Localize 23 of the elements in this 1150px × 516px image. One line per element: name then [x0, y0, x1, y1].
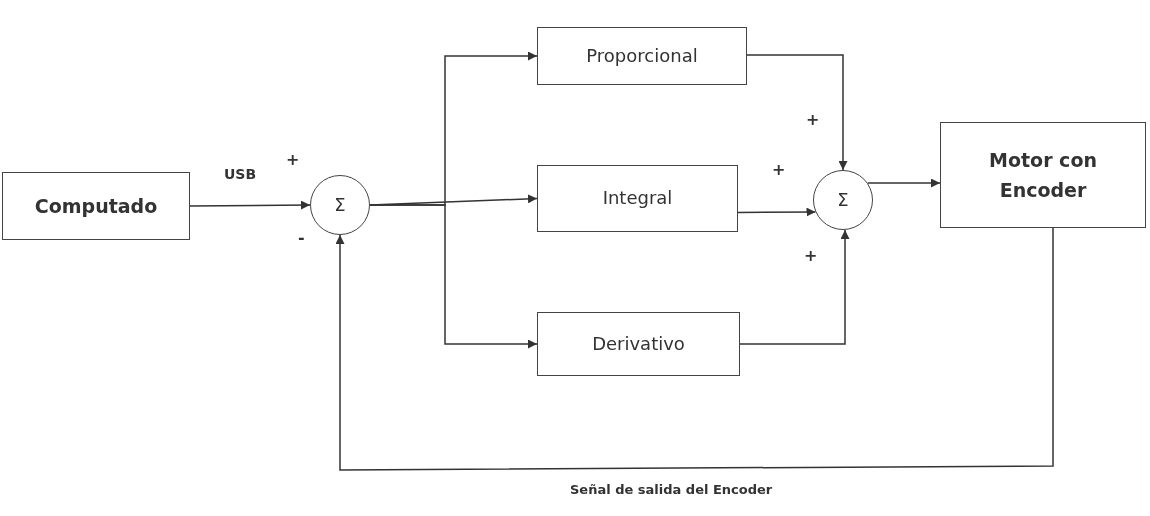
block-label: Proporcional [586, 43, 698, 68]
sigma-symbol: Σ [837, 187, 849, 212]
arrow [746, 54, 848, 171]
block [2, 172, 190, 240]
sigma-symbol: Σ [334, 192, 346, 217]
block [537, 165, 738, 232]
arrow [189, 200, 311, 210]
arrow [739, 229, 850, 345]
summing-junction [813, 170, 873, 230]
arrow [369, 204, 538, 349]
arrow [866, 178, 941, 188]
block-label: Integral [602, 186, 673, 211]
block-label: Computado [34, 193, 158, 219]
summing-junction [310, 175, 370, 235]
arrow [737, 207, 817, 217]
arrow [335, 227, 1054, 471]
edge-label: USB [222, 166, 259, 182]
block [537, 312, 740, 376]
block-label: Derivativo [592, 331, 685, 356]
block-label: Motor con Encoder [988, 147, 1098, 203]
block [940, 122, 1146, 228]
block [537, 27, 747, 85]
edge-label: Señal de salida del Encoder [568, 482, 775, 497]
